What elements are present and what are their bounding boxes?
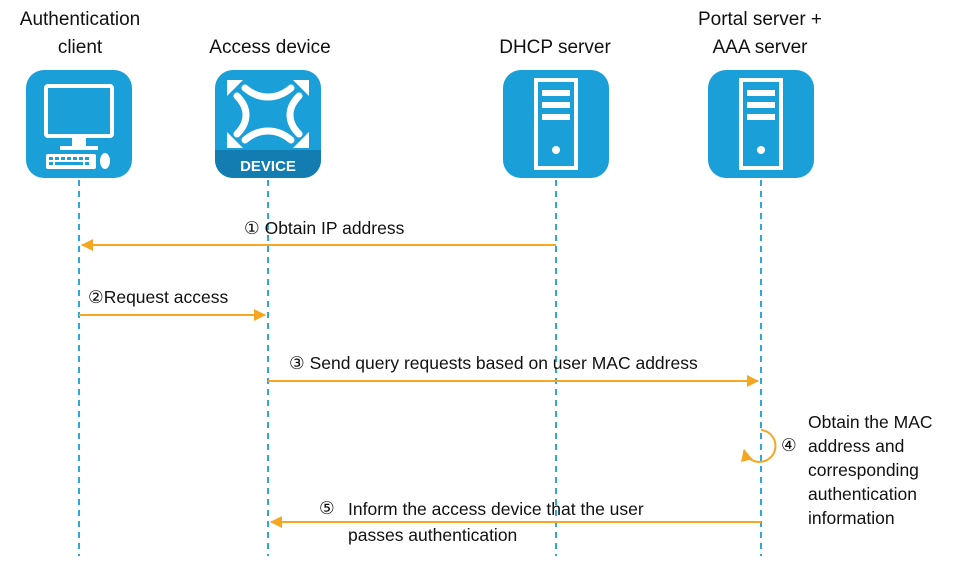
step-4-text: Obtain the MAC address and corresponding…: [808, 412, 933, 528]
access-device-icon: DEVICE: [215, 80, 321, 178]
computer-icon: [44, 84, 114, 169]
step-4-number: ④: [781, 435, 797, 455]
server-icon: [739, 78, 783, 170]
step-3-label: ③ Send query requests based on user MAC …: [289, 351, 698, 375]
server-icon: [534, 78, 578, 170]
dhcp-icon-box: [503, 70, 609, 178]
access-icon-box: DEVICE: [215, 70, 321, 178]
participant-label-dhcp: DHCP server: [499, 37, 611, 58]
device-badge-text: DEVICE: [240, 158, 296, 175]
step-5-number: ⑤: [319, 498, 335, 518]
step-1-text: Obtain IP address: [264, 218, 405, 238]
step-3-number: ③: [289, 353, 305, 373]
step-5-text: Inform the access device that the user p…: [348, 499, 644, 545]
client-icon-box: [26, 70, 132, 178]
step-2-text: Request access: [103, 287, 229, 307]
participant-label-portal: Portal server + AAA server: [697, 9, 823, 58]
step-1-number: ①: [244, 218, 260, 238]
step-2-label: ②Request access: [88, 285, 228, 309]
participant-label-access: Access device: [209, 37, 331, 58]
portal-icon-box: [708, 70, 814, 178]
participant-label-client: Authentication client: [19, 9, 141, 58]
step-3-text: Send query requests based on user MAC ad…: [309, 353, 698, 373]
step-4-loop-arrow: [741, 429, 777, 463]
step-2-number: ②: [88, 287, 104, 307]
step-1-label: ① Obtain IP address: [244, 216, 404, 240]
